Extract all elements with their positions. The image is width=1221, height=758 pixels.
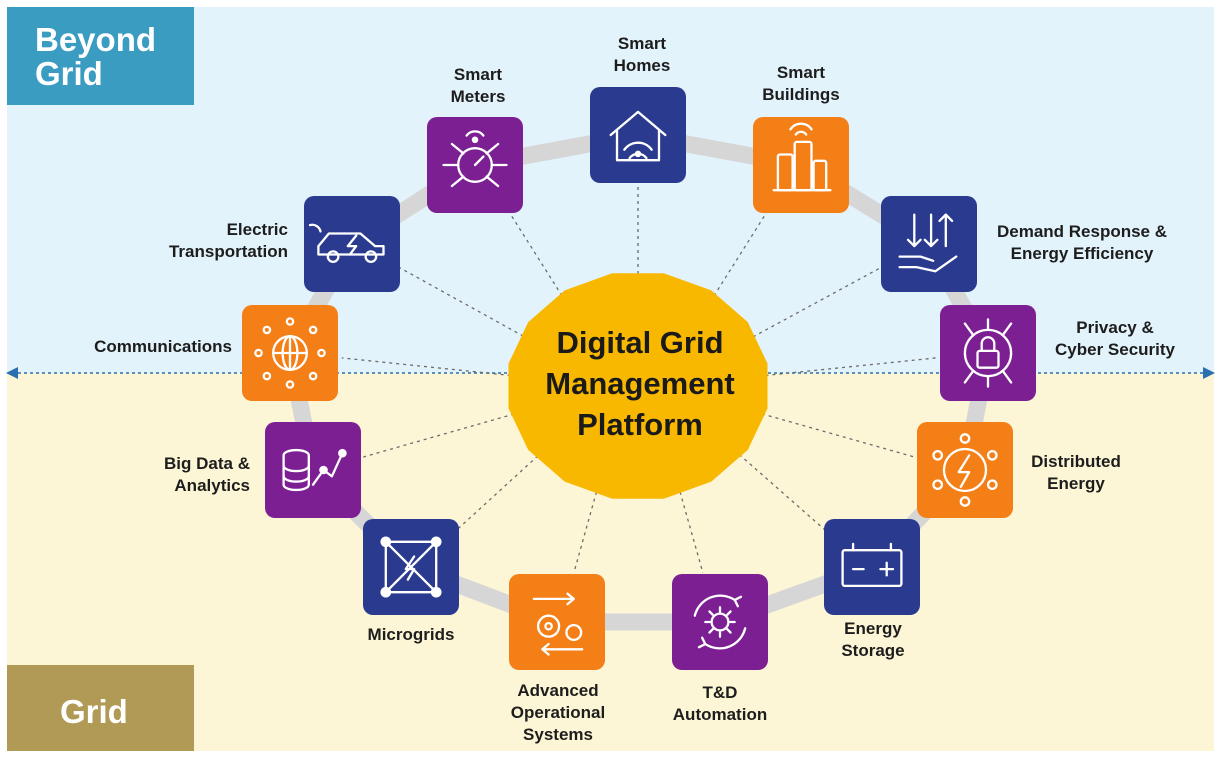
node-energy-storage bbox=[824, 519, 920, 615]
label-distributed-energy: Distributed Energy bbox=[1031, 452, 1121, 493]
label-electric-transport: Electric Transportation bbox=[168, 220, 288, 261]
tile-td-automation bbox=[672, 574, 768, 670]
node-demand-response bbox=[881, 196, 977, 292]
divider-left-arrow-icon bbox=[6, 367, 18, 379]
spoke-privacy-security bbox=[765, 357, 937, 377]
tile-energy-storage bbox=[824, 519, 920, 615]
hand-arrows-icon bbox=[898, 213, 958, 273]
label-privacy-security: Privacy & Cyber Security bbox=[1055, 318, 1175, 359]
grid-label: Grid bbox=[7, 665, 194, 751]
tile-big-data bbox=[265, 422, 361, 518]
globe-network-icon bbox=[254, 317, 326, 389]
spoke-td-automation bbox=[679, 491, 704, 574]
spoke-smart-buildings bbox=[713, 206, 771, 297]
buildings-icon bbox=[772, 122, 832, 192]
label-communications: Communications bbox=[94, 337, 232, 356]
node-advanced-ops bbox=[509, 574, 605, 670]
gears-arrows-icon bbox=[532, 592, 584, 656]
tile-distributed-energy bbox=[917, 422, 1013, 518]
label-microgrids: Microgrids bbox=[367, 625, 455, 644]
node-distributed-energy bbox=[917, 422, 1013, 518]
spoke-communications bbox=[341, 357, 511, 377]
node-communications bbox=[242, 305, 338, 401]
tile-privacy-security bbox=[940, 305, 1036, 401]
gear-cycle-icon bbox=[693, 594, 747, 650]
platform-hub bbox=[508, 273, 768, 499]
node-smart-buildings bbox=[753, 117, 849, 213]
spoke-energy-storage bbox=[738, 454, 832, 536]
label-demand-response: Demand Response & Energy Efficiency bbox=[996, 222, 1168, 263]
spoke-big-data bbox=[363, 413, 515, 458]
node-smart-meters bbox=[427, 117, 523, 213]
meter-icon bbox=[442, 130, 508, 188]
lightning-network-icon bbox=[932, 433, 998, 507]
tile-smart-homes bbox=[590, 87, 686, 183]
battery-icon bbox=[841, 542, 903, 588]
house-wifi-icon bbox=[609, 110, 667, 162]
label-big-data: Big Data & Analytics bbox=[164, 454, 250, 495]
spoke-electric-transport bbox=[398, 266, 524, 337]
divider-right-arrow-icon bbox=[1203, 367, 1215, 379]
microgrid-icon bbox=[380, 536, 442, 598]
node-electric-transport bbox=[304, 196, 400, 292]
database-chart-icon bbox=[282, 448, 347, 492]
node-microgrids bbox=[363, 519, 459, 615]
beyond-grid-label: Beyond Grid bbox=[7, 7, 194, 105]
node-big-data bbox=[265, 422, 361, 518]
electric-car-icon bbox=[308, 223, 385, 264]
node-smart-homes bbox=[590, 87, 686, 183]
node-td-automation bbox=[672, 574, 768, 670]
node-privacy-security bbox=[940, 305, 1036, 401]
label-smart-homes: Smart Homes bbox=[613, 34, 671, 75]
label-advanced-ops: Advanced Operational Systems bbox=[510, 681, 606, 744]
label-energy-storage: Energy Storage bbox=[841, 619, 905, 660]
spoke-advanced-ops bbox=[573, 491, 598, 573]
spoke-microgrids bbox=[451, 455, 539, 536]
tile-electric-transport bbox=[304, 196, 400, 292]
lock-circuit-icon bbox=[963, 318, 1013, 388]
spoke-smart-meters bbox=[505, 206, 563, 297]
label-td-automation: T&D Automation bbox=[672, 683, 768, 724]
label-smart-meters: Smart Meters bbox=[450, 65, 506, 106]
spoke-distributed-energy bbox=[761, 413, 915, 458]
label-smart-buildings: Smart Buildings bbox=[762, 63, 840, 104]
platform-title: Digital Grid Management Platform bbox=[545, 325, 735, 442]
